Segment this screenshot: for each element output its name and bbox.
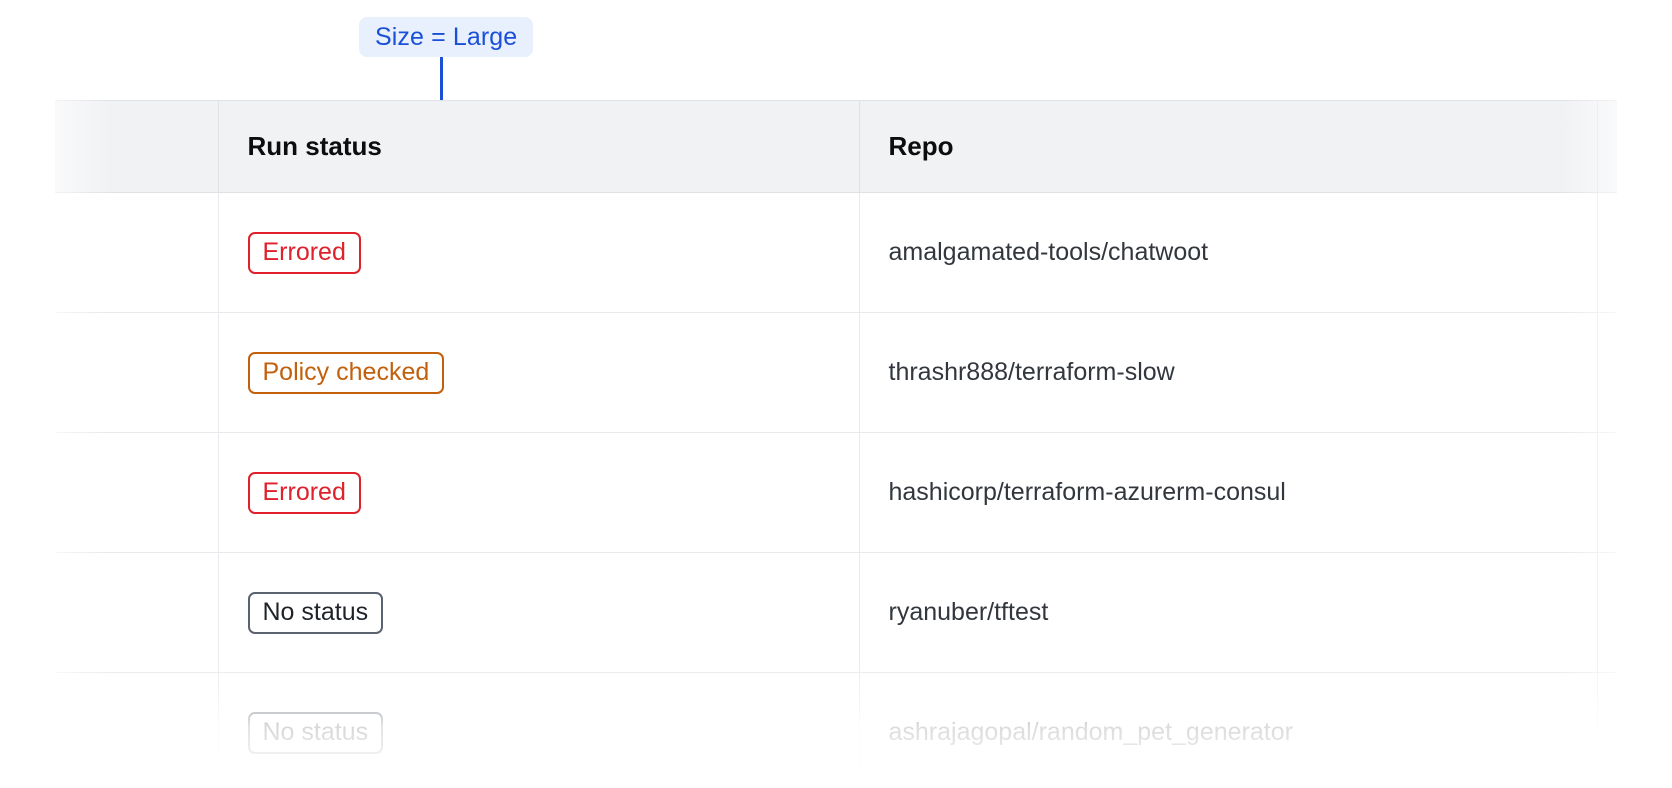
run-status-table-container: Run status Repo Errored amalgamated-tools… xyxy=(0,100,1672,788)
size-annotation-pill: Size = Large xyxy=(359,17,534,57)
run-status-table: Run status Repo Errored amalgamated-tools… xyxy=(55,100,1617,788)
repo-name[interactable]: amalgamated-tools/chatwoot xyxy=(888,238,1209,266)
run-status-cell: Errored xyxy=(218,192,860,313)
column-header-trail xyxy=(1597,100,1617,193)
table-header-row: Run status Repo xyxy=(55,100,1617,193)
row-lead-cell xyxy=(55,312,219,433)
repo-name[interactable]: ryanuber/tftest xyxy=(888,598,1049,626)
repo-name[interactable]: thrashr888/terraform-slow xyxy=(888,358,1175,386)
row-trail-cell xyxy=(1597,432,1617,553)
status-badge-label: Policy checked xyxy=(262,358,430,386)
run-status-cell: No status xyxy=(218,672,860,788)
table-row[interactable]: Errored amalgamated-tools/chatwoot xyxy=(55,192,1617,313)
repo-cell: hashicorp/terraform-azurerm-consul xyxy=(859,432,1598,553)
status-badge[interactable]: No status xyxy=(247,711,384,754)
repo-cell: thrashr888/terraform-slow xyxy=(859,312,1598,433)
row-lead-cell xyxy=(55,192,219,313)
table-row[interactable]: No status ashrajagopal/random_pet_generat… xyxy=(55,672,1617,788)
repo-cell: ashrajagopal/random_pet_generator xyxy=(859,672,1598,788)
repo-name[interactable]: ashrajagopal/random_pet_generator xyxy=(888,718,1293,746)
status-badge[interactable]: No status xyxy=(247,591,384,634)
table-row[interactable]: Errored hashicorp/terraform-azurerm-consu… xyxy=(55,432,1617,553)
row-lead-cell xyxy=(55,432,219,553)
row-lead-cell xyxy=(55,552,219,673)
run-status-cell: Errored xyxy=(218,432,860,553)
row-trail-cell xyxy=(1597,192,1617,313)
status-badge[interactable]: Errored xyxy=(247,471,361,514)
table-row[interactable]: No status ryanuber/tftest xyxy=(55,552,1617,673)
table-row[interactable]: Policy checked thrashr888/terraform-slow xyxy=(55,312,1617,433)
column-header-lead xyxy=(55,100,219,193)
column-header-repo[interactable]: Repo xyxy=(859,100,1598,193)
status-badge[interactable]: Policy checked xyxy=(247,351,445,394)
status-badge[interactable]: Errored xyxy=(247,231,361,274)
row-trail-cell xyxy=(1597,312,1617,433)
row-trail-cell xyxy=(1597,672,1617,788)
row-trail-cell xyxy=(1597,552,1617,673)
repo-name[interactable]: hashicorp/terraform-azurerm-consul xyxy=(888,478,1286,506)
size-annotation-label: Size = Large xyxy=(375,22,518,51)
status-badge-label: Errored xyxy=(262,238,346,266)
run-status-cell: Policy checked xyxy=(218,312,860,433)
run-status-cell: No status xyxy=(218,552,860,673)
row-lead-cell xyxy=(55,672,219,788)
table-header: Run status Repo xyxy=(55,100,1617,193)
repo-cell: ryanuber/tftest xyxy=(859,552,1598,673)
status-badge-label: Errored xyxy=(262,478,346,506)
status-badge-label: No status xyxy=(262,718,369,746)
repo-cell: amalgamated-tools/chatwoot xyxy=(859,192,1598,313)
status-badge-label: No status xyxy=(262,598,369,626)
column-header-run-status[interactable]: Run status xyxy=(218,100,860,193)
